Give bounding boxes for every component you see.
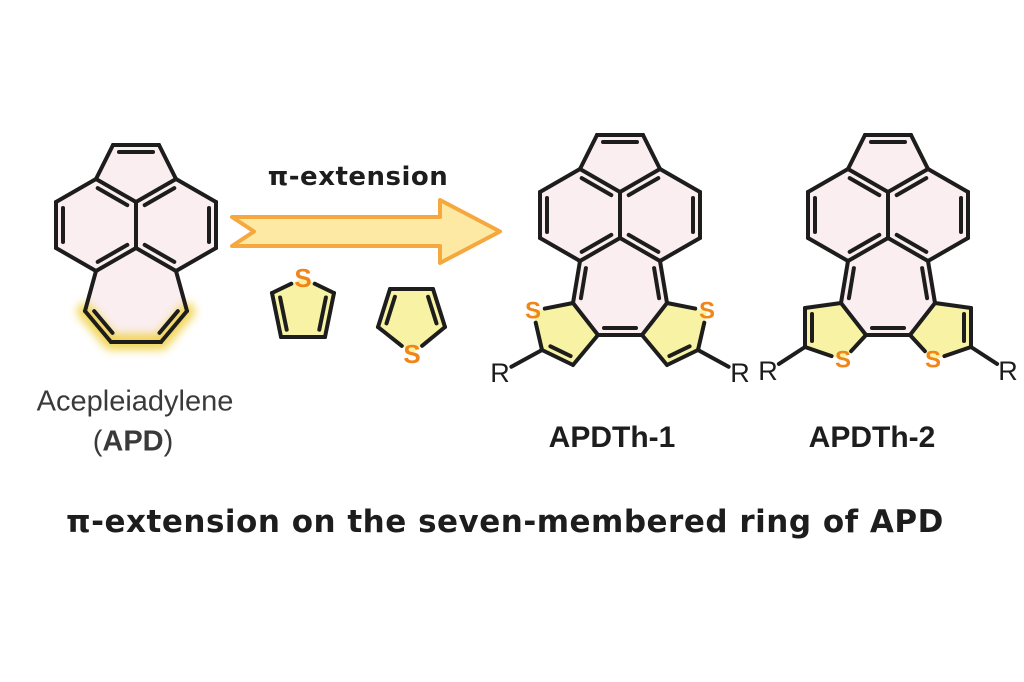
- svg-text:S: S: [403, 339, 420, 369]
- apd-abbr: APD: [102, 425, 164, 458]
- svg-text:S: S: [699, 298, 715, 325]
- paren-close: ): [163, 425, 174, 458]
- svg-text:R: R: [758, 356, 778, 386]
- figure-caption: π-extension on the seven-membered ring o…: [66, 504, 944, 540]
- svg-text:S: S: [294, 263, 311, 293]
- apdth1-molecule-structure: S S R R: [490, 133, 750, 388]
- reactant-name-label: Acepleiadylene: [36, 385, 234, 418]
- pi-extension-label: π-extension: [267, 162, 449, 192]
- svg-text:S: S: [835, 347, 851, 374]
- paren-open: (: [92, 425, 103, 458]
- svg-text:R: R: [730, 358, 750, 388]
- apdth2-label: APDTh-2: [808, 421, 936, 454]
- svg-text:R: R: [490, 358, 510, 388]
- svg-text:S: S: [925, 347, 941, 374]
- apd-molecule-structure: [54, 143, 218, 350]
- thiophene-s-up-structure: S: [270, 263, 336, 339]
- svg-text:R: R: [998, 356, 1018, 386]
- pi-extension-arrow: [230, 198, 502, 265]
- svg-text:S: S: [525, 298, 541, 325]
- reactant-abbr-label: (APD): [93, 426, 174, 459]
- arrow-shape: [230, 198, 502, 265]
- thiophene-s-down-structure: S: [376, 287, 447, 369]
- apdth1-label: APDTh-1: [548, 421, 676, 454]
